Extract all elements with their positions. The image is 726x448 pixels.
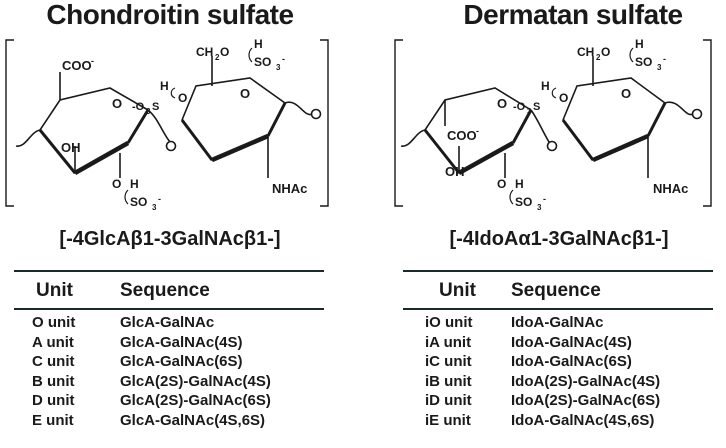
svg-text:CH: CH [577, 45, 594, 59]
svg-text:O: O [112, 96, 122, 111]
svg-text:3: 3 [527, 107, 532, 116]
table-rule-mid [14, 308, 324, 310]
svg-text:H: H [160, 79, 169, 93]
svg-text:-: - [663, 54, 666, 64]
svg-text:H: H [254, 37, 263, 51]
svg-text:SO: SO [635, 55, 652, 69]
svg-text:O: O [240, 86, 250, 101]
svg-text:2: 2 [596, 53, 601, 62]
svg-text:O: O [112, 177, 121, 191]
table-rule-mid [403, 308, 713, 310]
svg-text:SO: SO [254, 55, 271, 69]
header-unit: Unit [36, 280, 73, 301]
svg-text:2: 2 [215, 53, 220, 62]
svg-text:O: O [601, 45, 610, 59]
nhac-label: NHAc [272, 181, 307, 196]
right-bracket [703, 39, 712, 207]
dermatan-structure: COO - O OH O H SO 3 - CH 2 O H SO 3 - H … [394, 37, 712, 212]
galnac-ring [124, 47, 313, 205]
svg-text:S: S [152, 101, 159, 113]
svg-text:H: H [541, 79, 550, 93]
panel-dermatan: Dermatan sulfate [363, 0, 726, 448]
galnac-ring [509, 47, 694, 205]
nhac-label: NHAc [653, 181, 688, 196]
left-bracket [5, 39, 14, 207]
svg-text:H: H [515, 177, 524, 191]
svg-text:O: O [497, 96, 507, 111]
svg-text:O: O [497, 177, 506, 191]
svg-text:-: - [543, 194, 546, 204]
svg-text:O: O [559, 91, 568, 105]
idoa-ring [400, 87, 550, 178]
svg-text:-: - [476, 126, 479, 136]
glca-ring [15, 72, 171, 178]
svg-text:-O: -O [513, 101, 526, 113]
right-bracket [320, 39, 329, 207]
coo-label: COO [62, 58, 92, 73]
header-unit: Unit [439, 280, 476, 301]
svg-text:H: H [130, 177, 139, 191]
svg-text:3: 3 [537, 203, 542, 212]
coo-label: COO [447, 128, 477, 143]
panel-title: Dermatan sulfate [463, 0, 683, 30]
header-sequence: Sequence [511, 280, 601, 301]
svg-text:3: 3 [657, 63, 662, 72]
table-rule-top [403, 270, 713, 272]
svg-text:H: H [635, 37, 644, 51]
svg-text:O: O [178, 91, 187, 105]
svg-text:SO: SO [130, 195, 147, 209]
svg-text:S: S [533, 101, 540, 113]
oh-label: OH [61, 140, 81, 155]
svg-text:-: - [91, 56, 94, 66]
svg-text:-O: -O [132, 101, 145, 113]
svg-text:3: 3 [152, 203, 157, 212]
svg-text:-: - [282, 54, 285, 64]
header-sequence: Sequence [120, 280, 210, 301]
svg-text:CH: CH [196, 45, 213, 59]
left-bracket [394, 39, 403, 207]
svg-text:3: 3 [276, 63, 281, 72]
repeat-formula: [-4IdoAα1-3GalNAcβ1-] [449, 228, 669, 250]
chondroitin-structure: COO - O OH O H SO 3 - CH 2 O H SO 3 - H … [5, 37, 329, 212]
svg-text:O: O [621, 86, 631, 101]
svg-text:3: 3 [146, 107, 151, 116]
oh-label: OH [445, 164, 465, 179]
svg-text:O: O [220, 45, 229, 59]
repeat-formula: [-4GlcAβ1-3GalNAcβ1-] [59, 228, 281, 250]
svg-text:-: - [158, 194, 161, 204]
svg-text:SO: SO [515, 195, 532, 209]
panel-title: Chondroitin sulfate [46, 0, 294, 30]
table-rule-top [14, 270, 324, 272]
panel-chondroitin: Chondroitin sulfate [0, 0, 363, 432]
